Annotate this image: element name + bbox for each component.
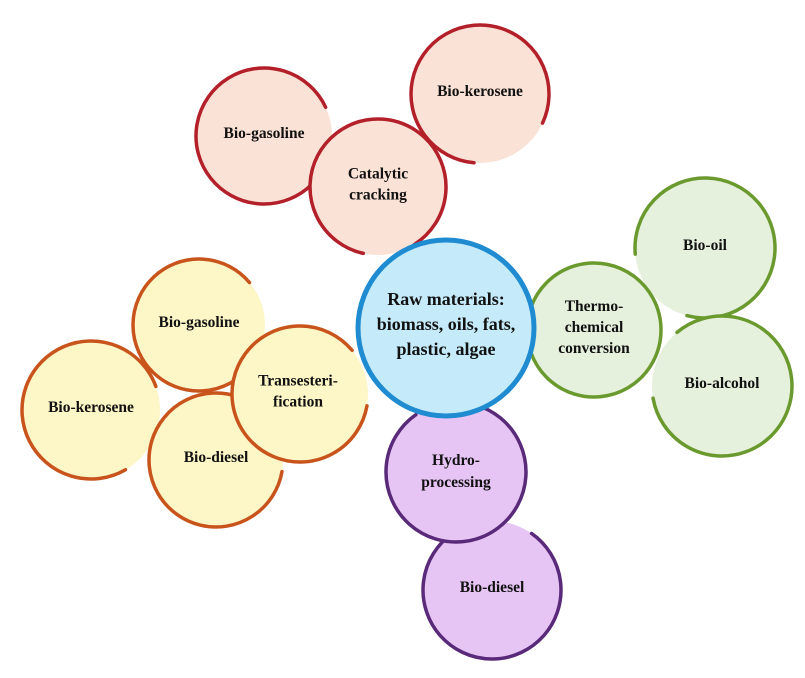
thermochemical-conversion-label-line-3: conversion [558, 340, 630, 357]
raw-materials-label: Raw materials: biomass, oils, fats, plasti… [377, 289, 516, 359]
transesterification-label-line-1: Transesteri- [258, 373, 338, 390]
bio-diesel-left-label-line-1: Bio-diesel [184, 449, 249, 466]
bio-oil-node: Bio-oil [633, 176, 777, 320]
hydroprocessing-node-fill [386, 402, 526, 542]
hydroprocessing-label: Hydro-processing [421, 452, 491, 491]
bio-oil-node-outline [633, 176, 777, 320]
bio-diesel-left-label: Bio-diesel [184, 449, 249, 466]
bio-gasoline-left-node: Bio-gasoline [131, 257, 265, 393]
bio-alcohol-node-outline [651, 314, 794, 458]
transesterification-node-outline [230, 324, 369, 464]
bio-diesel-bottom-node-fill [423, 521, 561, 659]
bio-diesel-bottom-label-line-1: Bio-diesel [460, 579, 525, 596]
bio-gasoline-top-label: Bio-gasoline [224, 125, 305, 142]
thermochemical-conversion-node-fill [527, 263, 661, 397]
catalytic-cracking-label-line-2: cracking [349, 187, 407, 204]
transesterification-label-line-2: fication [273, 394, 323, 411]
hydroprocessing-label-line-2: processing [421, 474, 491, 491]
bio-kerosene-top-label: Bio-kerosene [437, 83, 523, 100]
catalytic-cracking-node: Catalytic cracking [308, 117, 448, 256]
bio-alcohol-node: Bio-alcohol [651, 314, 794, 458]
thermochemical-conversion-label: Thermo-chemical conversion [558, 298, 630, 357]
bio-diesel-bottom-node-outline [421, 531, 563, 661]
bio-gasoline-left-node-fill [133, 259, 265, 391]
bio-alcohol-label: Bio-alcohol [685, 375, 761, 392]
catalytic-cracking-node-fill [310, 119, 446, 255]
catalytic-cracking-node-outline [308, 117, 448, 256]
bio-kerosene-left-node: Bio-kerosene [20, 339, 160, 481]
bio-gasoline-left-label-line-1: Bio-gasoline [159, 314, 240, 331]
bio-oil-node-fill [635, 178, 775, 318]
raw-materials-circle [355, 237, 537, 419]
bio-gasoline-left-node-outline [131, 257, 252, 393]
catalytic-cracking-label-line-1: Catalytic [348, 166, 408, 183]
hydroprocessing-node-outline [384, 402, 528, 544]
hydroprocessing-label-line-1: Hydro- [432, 452, 480, 469]
thermochemical-conversion-node: Thermo-chemical conversion [527, 261, 663, 399]
bio-alcohol-node-fill [652, 316, 792, 456]
thermochemical-conversion-node-outline [529, 261, 663, 399]
raw-materials-node: Raw materials: biomass, oils, fats, plasti… [355, 237, 537, 419]
transesterification-label: Transesteri-fication [258, 373, 338, 411]
bio-kerosene-left-node-fill [22, 341, 160, 479]
bio-kerosene-left-node-outline [20, 339, 158, 481]
bio-diesel-bottom-node: Bio-diesel [421, 521, 563, 661]
hydroprocessing-node: Hydro-processing [384, 402, 528, 544]
transesterification-node: Transesteri-fication [230, 324, 369, 464]
transesterification-node-fill [232, 326, 368, 462]
bio-kerosene-top-label-line-1: Bio-kerosene [437, 83, 523, 100]
bio-gasoline-left-label: Bio-gasoline [159, 314, 240, 331]
bio-diesel-left-node-outline [147, 391, 284, 529]
bio-gasoline-top-node: Bio-gasoline [194, 66, 332, 206]
bio-kerosene-left-label-line-1: Bio-kerosene [48, 399, 134, 416]
bio-gasoline-top-node-outline [194, 66, 328, 206]
bio-gasoline-top-label-line-1: Bio-gasoline [224, 125, 305, 142]
raw-materials-label-line-3: plastic, algae [397, 339, 496, 359]
thermochemical-conversion-label-line-1: Thermo- [565, 298, 624, 315]
bio-kerosene-top-node-fill [411, 25, 549, 163]
bio-diesel-bottom-label: Bio-diesel [460, 579, 525, 596]
thermochemical-conversion-label-line-2: chemical [565, 319, 624, 336]
bio-kerosene-top-node: Bio-kerosene [409, 23, 551, 165]
bio-kerosene-left-label: Bio-kerosene [48, 399, 134, 416]
bio-gasoline-top-node-fill [196, 68, 332, 204]
bio-oil-label: Bio-oil [683, 237, 728, 254]
raw-materials-label-line-2: biomass, oils, fats, [377, 314, 516, 334]
catalytic-cracking-label: Catalytic cracking [348, 166, 408, 204]
bio-oil-label-line-1: Bio-oil [683, 237, 728, 254]
raw-materials-label-line-1: Raw materials: [387, 289, 504, 309]
bio-alcohol-label-line-1: Bio-alcohol [685, 375, 761, 392]
